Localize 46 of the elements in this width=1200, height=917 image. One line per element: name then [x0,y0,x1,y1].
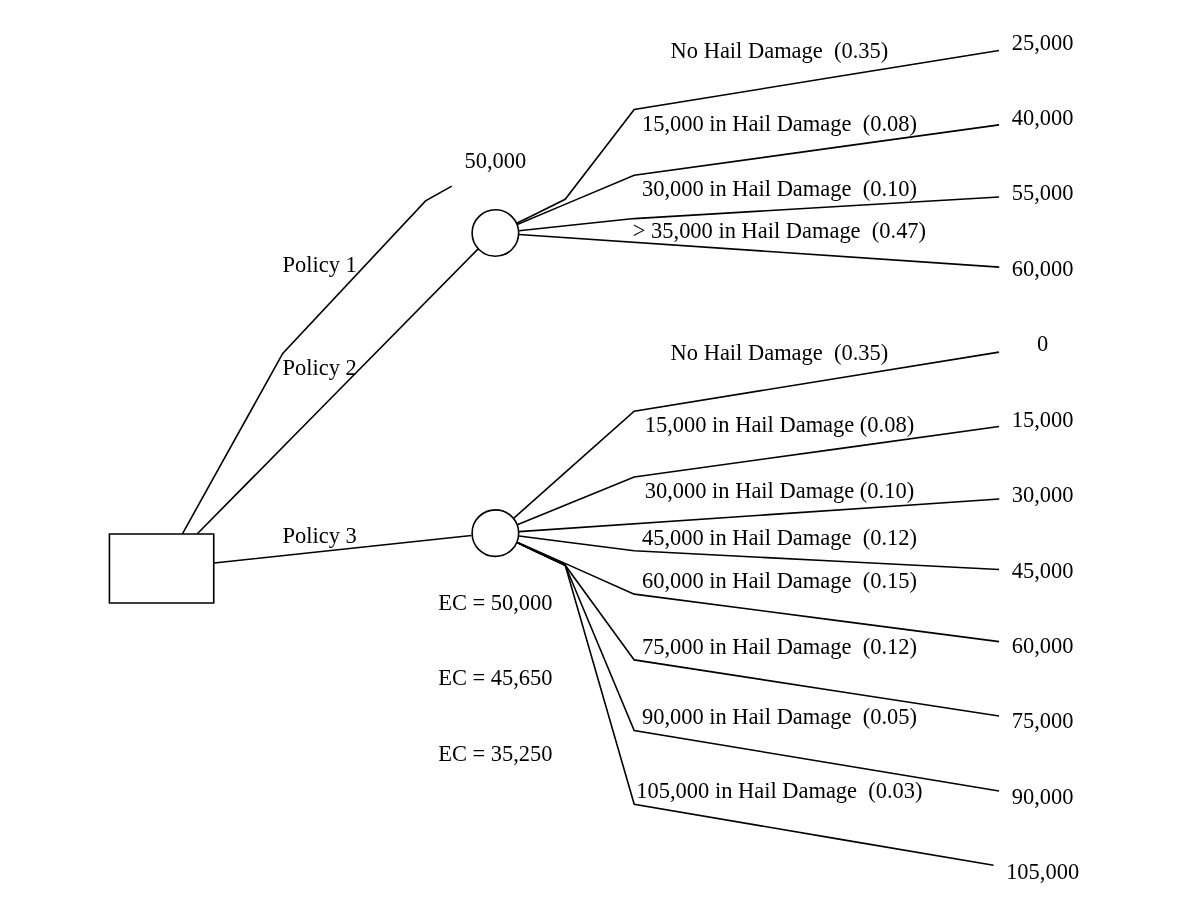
connector [515,425,1000,526]
edge-label: 60,000 in Hail Damage (0.15) [641,568,917,594]
edge-label: 30,000 in Hail Damage (0.10) [644,478,914,504]
connector [515,541,994,867]
label: EC = 35,250 [437,740,553,766]
edge-label: Policy 3 [282,523,357,549]
connector [517,196,1000,232]
connector [196,248,479,535]
node-circle [470,509,519,558]
connector [517,233,1000,268]
node-text: 30,000 [1011,482,1074,508]
node-text: 75,000 [1011,708,1074,734]
connector [517,535,1000,571]
connector [212,534,472,564]
edge-label: Policy 1 [282,251,357,277]
edge-label: No Hail Damage (0.35) [670,38,888,64]
edge-label: Policy 2 [282,354,357,380]
node-text: 45,000 [1011,557,1074,583]
node-text: 105,000 [1005,859,1079,885]
connector [515,124,1000,226]
edge-label: No Hail Damage (0.35) [670,340,888,366]
label: EC = 45,650 [437,665,553,691]
node-text: 15,000 [1011,406,1074,432]
node-circle [470,208,519,258]
label: EC = 50,000 [437,589,553,615]
edge-label: > 35,000 in Hail Damage (0.47) [632,218,926,244]
connector [512,351,1000,519]
node-text: 40,000 [1011,105,1074,131]
node-text: 0 [1036,331,1048,357]
node-text: 50,000 [464,148,526,174]
node-text: 25,000 [1011,29,1074,55]
node-text: 55,000 [1011,180,1074,206]
edge-label: 15,000 in Hail Damage (0.08) [644,412,914,438]
edge-label: 30,000 in Hail Damage (0.10) [641,176,917,202]
connector [517,498,1000,533]
node-text: 60,000 [1011,255,1074,281]
node-text: 60,000 [1011,633,1074,659]
connector [515,49,1000,224]
edge-label: 75,000 in Hail Damage (0.12) [641,633,917,659]
connector [181,185,453,535]
edge-label: 45,000 in Hail Damage (0.12) [641,524,917,550]
node-box [108,533,215,604]
edge-label: 105,000 in Hail Damage (0.03) [635,778,923,804]
edge-label: 90,000 in Hail Damage (0.05) [641,704,917,730]
edge-label: 15,000 in Hail Damage (0.08) [641,110,917,136]
node-text: 90,000 [1011,783,1074,809]
